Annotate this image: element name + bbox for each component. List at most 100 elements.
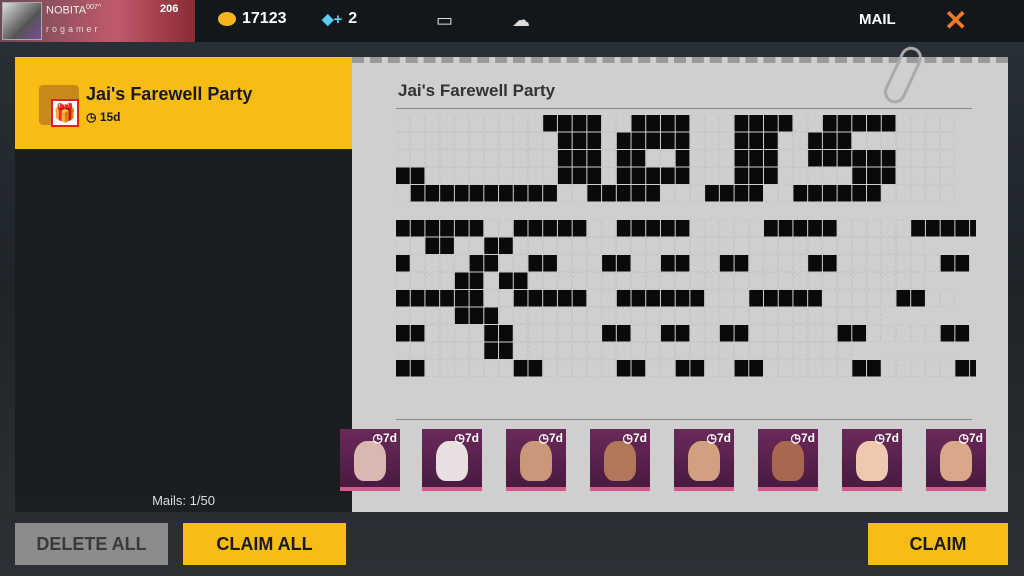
pixel-hatch <box>587 254 602 272</box>
pixel-hatch <box>719 115 734 132</box>
pixel-hatch <box>763 359 778 377</box>
pixel-hatch <box>940 115 955 132</box>
pixel-block <box>705 185 719 202</box>
pixel-hatch <box>439 307 455 325</box>
pixel-block <box>513 290 528 307</box>
pixel-hatch <box>469 167 484 185</box>
pixel-block <box>572 167 587 184</box>
pixel-block <box>646 132 660 149</box>
pixel-hatch <box>822 289 837 307</box>
pixel-hatch <box>690 254 705 272</box>
pixel-block <box>616 167 631 184</box>
clock-icon: ◷ <box>86 110 100 124</box>
clock-icon: ◷ <box>372 431 383 445</box>
pixel-block <box>543 255 557 272</box>
pixel-block <box>572 290 587 307</box>
reward-item[interactable]: ◷7d <box>926 429 986 491</box>
pixel-hatch <box>542 132 558 150</box>
pixel-hatch <box>469 115 484 132</box>
pixel-hatch <box>646 324 661 342</box>
pixel-block <box>396 325 410 342</box>
divider <box>396 108 972 109</box>
pixel-block <box>734 185 749 202</box>
pixel-block <box>513 185 528 202</box>
reward-item[interactable]: ◷7d <box>422 429 482 491</box>
reward-item[interactable]: ◷7d <box>758 429 818 491</box>
card-store-icon[interactable]: ▭ <box>436 10 454 30</box>
pixel-block <box>940 325 955 342</box>
pixel-hatch <box>690 149 705 167</box>
pixel-block <box>410 325 425 342</box>
pixel-block <box>396 167 410 184</box>
pixel-hatch <box>469 342 484 360</box>
pixel-hatch <box>646 272 661 290</box>
claim-button[interactable]: CLAIM <box>868 523 1008 565</box>
avatar[interactable] <box>2 2 42 40</box>
pixel-hatch <box>631 237 646 255</box>
pixel-hatch <box>396 115 410 132</box>
pixel-hatch <box>763 307 778 325</box>
pixel-hatch <box>763 324 778 342</box>
pixel-block <box>808 290 822 307</box>
pixel-hatch <box>601 342 617 360</box>
pixel-block <box>837 115 852 132</box>
pixel-hatch <box>911 167 926 185</box>
pixel-block <box>675 220 690 237</box>
pixel-hatch <box>704 289 720 307</box>
pixel-block <box>528 220 543 237</box>
pixel-hatch <box>484 272 499 290</box>
pixel-block <box>396 290 410 307</box>
pixel-hatch <box>557 237 572 255</box>
clock-icon: ◷ <box>538 431 549 445</box>
pixel-hatch <box>704 149 720 167</box>
pixel-block <box>719 185 734 202</box>
pixel-hatch <box>616 272 631 290</box>
pixel-block <box>852 167 867 184</box>
pixel-hatch <box>778 307 793 325</box>
delete-all-button[interactable]: DELETE ALL <box>15 523 168 565</box>
pixel-hatch <box>866 307 881 325</box>
pixel-hatch <box>454 342 469 360</box>
pixel-hatch <box>646 237 661 255</box>
reward-item[interactable]: ◷7d <box>674 429 734 491</box>
pixel-hatch <box>660 237 675 255</box>
pixel-hatch <box>396 132 410 150</box>
pixel-hatch <box>940 167 955 185</box>
pixel-hatch <box>896 219 911 237</box>
pixel-block <box>749 150 763 167</box>
pixel-hatch <box>513 237 528 255</box>
reward-duration: 7d <box>968 431 983 445</box>
pixel-hatch <box>572 272 587 290</box>
reward-duration: 7d <box>800 431 815 445</box>
pixel-hatch <box>822 237 837 255</box>
pixel-hatch <box>542 307 558 325</box>
reward-item[interactable]: ◷7d <box>340 429 400 491</box>
pixel-hatch <box>763 184 778 202</box>
pixel-block <box>602 325 616 342</box>
mail-list-item[interactable]: 🎁 Jai's Farewell Party ◷ 15d <box>15 57 352 149</box>
reward-item[interactable]: ◷7d <box>590 429 650 491</box>
reward-item[interactable]: ◷7d <box>842 429 902 491</box>
pixel-hatch <box>557 324 572 342</box>
paperclip-icon <box>880 43 926 107</box>
claim-all-button[interactable]: CLAIM ALL <box>183 523 346 565</box>
pixel-block <box>557 220 572 237</box>
reward-item[interactable]: ◷7d <box>506 429 566 491</box>
pixel-hatch <box>734 237 749 255</box>
pixel-hatch <box>616 237 631 255</box>
player-name-suffix: 007^ <box>86 4 102 11</box>
diamond-counter[interactable]: ◆+2 <box>322 10 357 28</box>
page-title: MAIL <box>859 11 896 28</box>
pixel-hatch <box>587 342 602 360</box>
close-icon[interactable]: ✕ <box>944 5 968 36</box>
pixel-hatch <box>719 132 734 150</box>
pixel-block <box>822 255 837 272</box>
pixel-hatch <box>601 167 617 185</box>
pixel-block <box>543 115 557 132</box>
profile-banner[interactable]: NOBITA007^ 206 rogamer <box>0 0 195 42</box>
pixel-hatch <box>396 342 410 360</box>
pixel-block <box>425 237 440 254</box>
cloud-download-icon[interactable]: ☁ <box>512 10 530 30</box>
pixel-hatch <box>925 254 940 272</box>
pixel-hatch <box>484 167 499 185</box>
